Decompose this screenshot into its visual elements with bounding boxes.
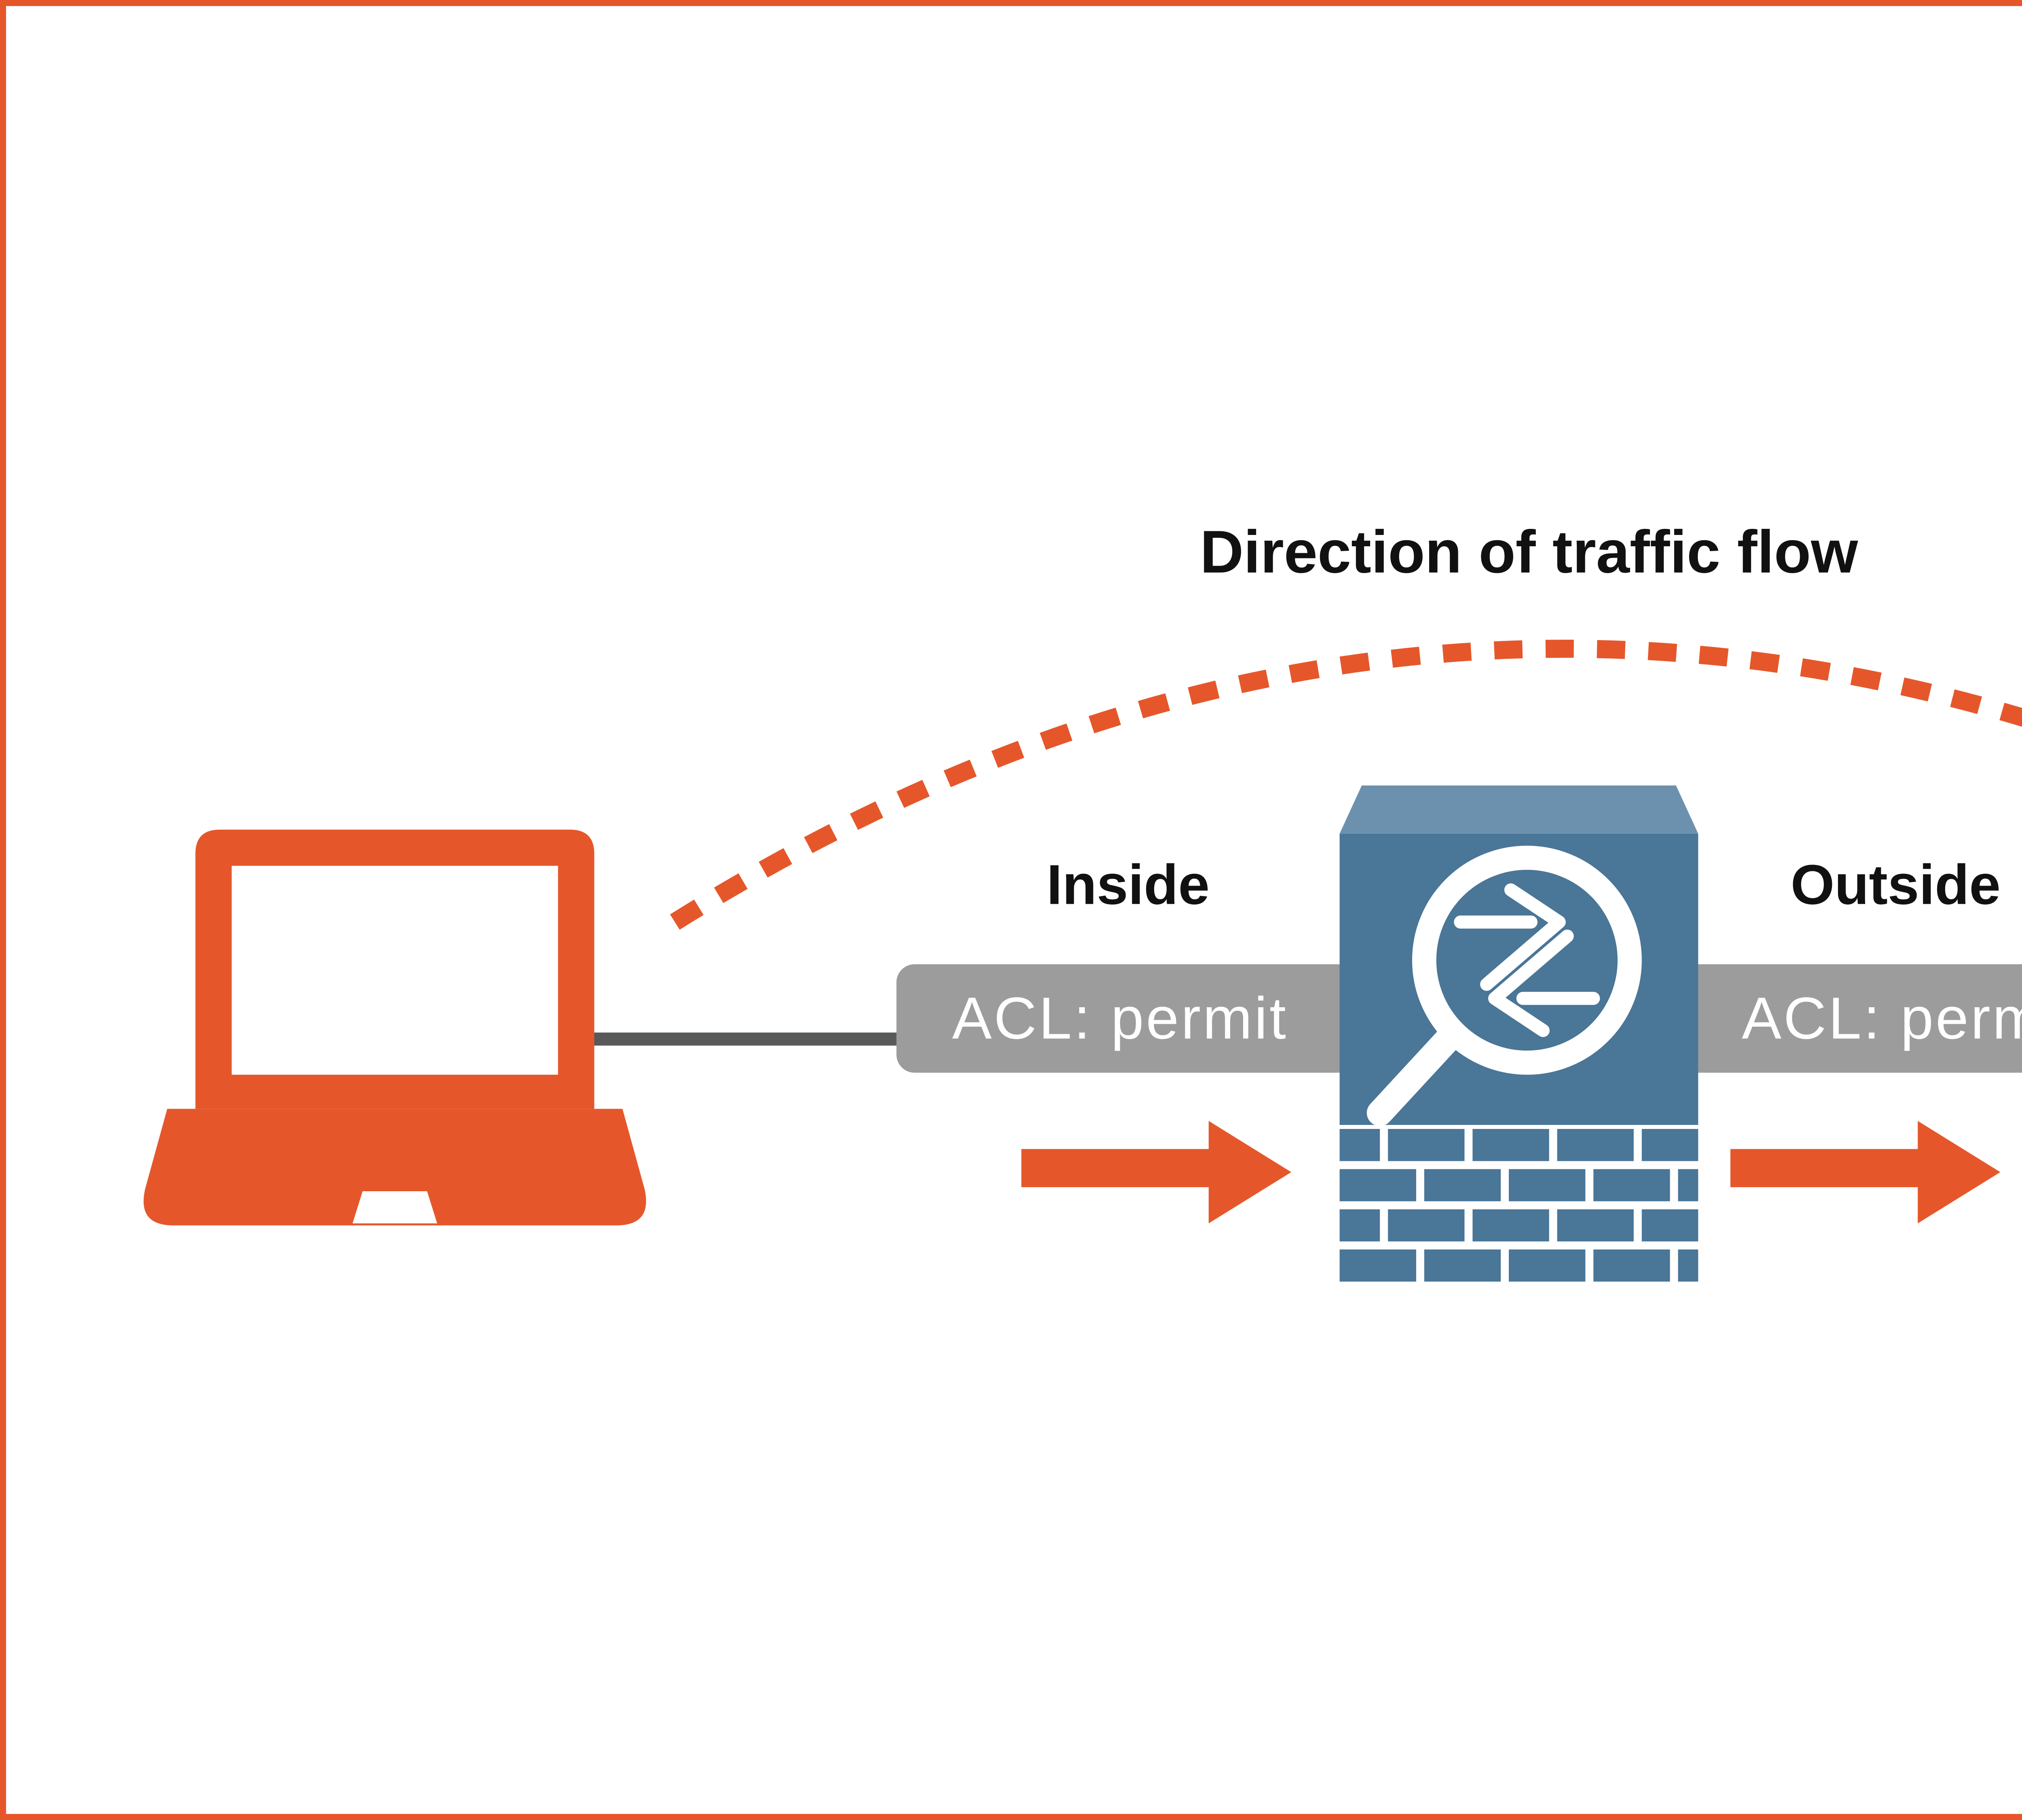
arrow-right-icon <box>1730 1121 2001 1224</box>
inside-interface-label: Inside <box>1047 853 1210 916</box>
laptop-icon <box>144 829 646 1226</box>
firewall-top-face <box>1339 785 1698 834</box>
inside-acl-badge-label: ACL: permit <box>952 985 1288 1052</box>
arrow-right-icon <box>1021 1121 1292 1224</box>
outside-interface-label: Outside <box>1791 853 2001 916</box>
outside-acl-badge <box>1678 964 2022 1073</box>
magnifier-exchange-arrows-icon <box>1366 846 1642 1126</box>
firewall-brick-box-icon <box>1339 785 1698 1282</box>
laptop-touchpad-notch <box>352 1191 437 1224</box>
network-traffic-flow-diagram: Direction of traffic flow Inside Outside… <box>144 518 2022 1282</box>
diagram-title: Direction of traffic flow <box>1200 518 1858 586</box>
firewall-brick-wall <box>1339 1129 1698 1282</box>
outside-acl-badge-label: ACL: permit <box>1742 985 2022 1052</box>
inside-acl-badge <box>896 964 1356 1073</box>
